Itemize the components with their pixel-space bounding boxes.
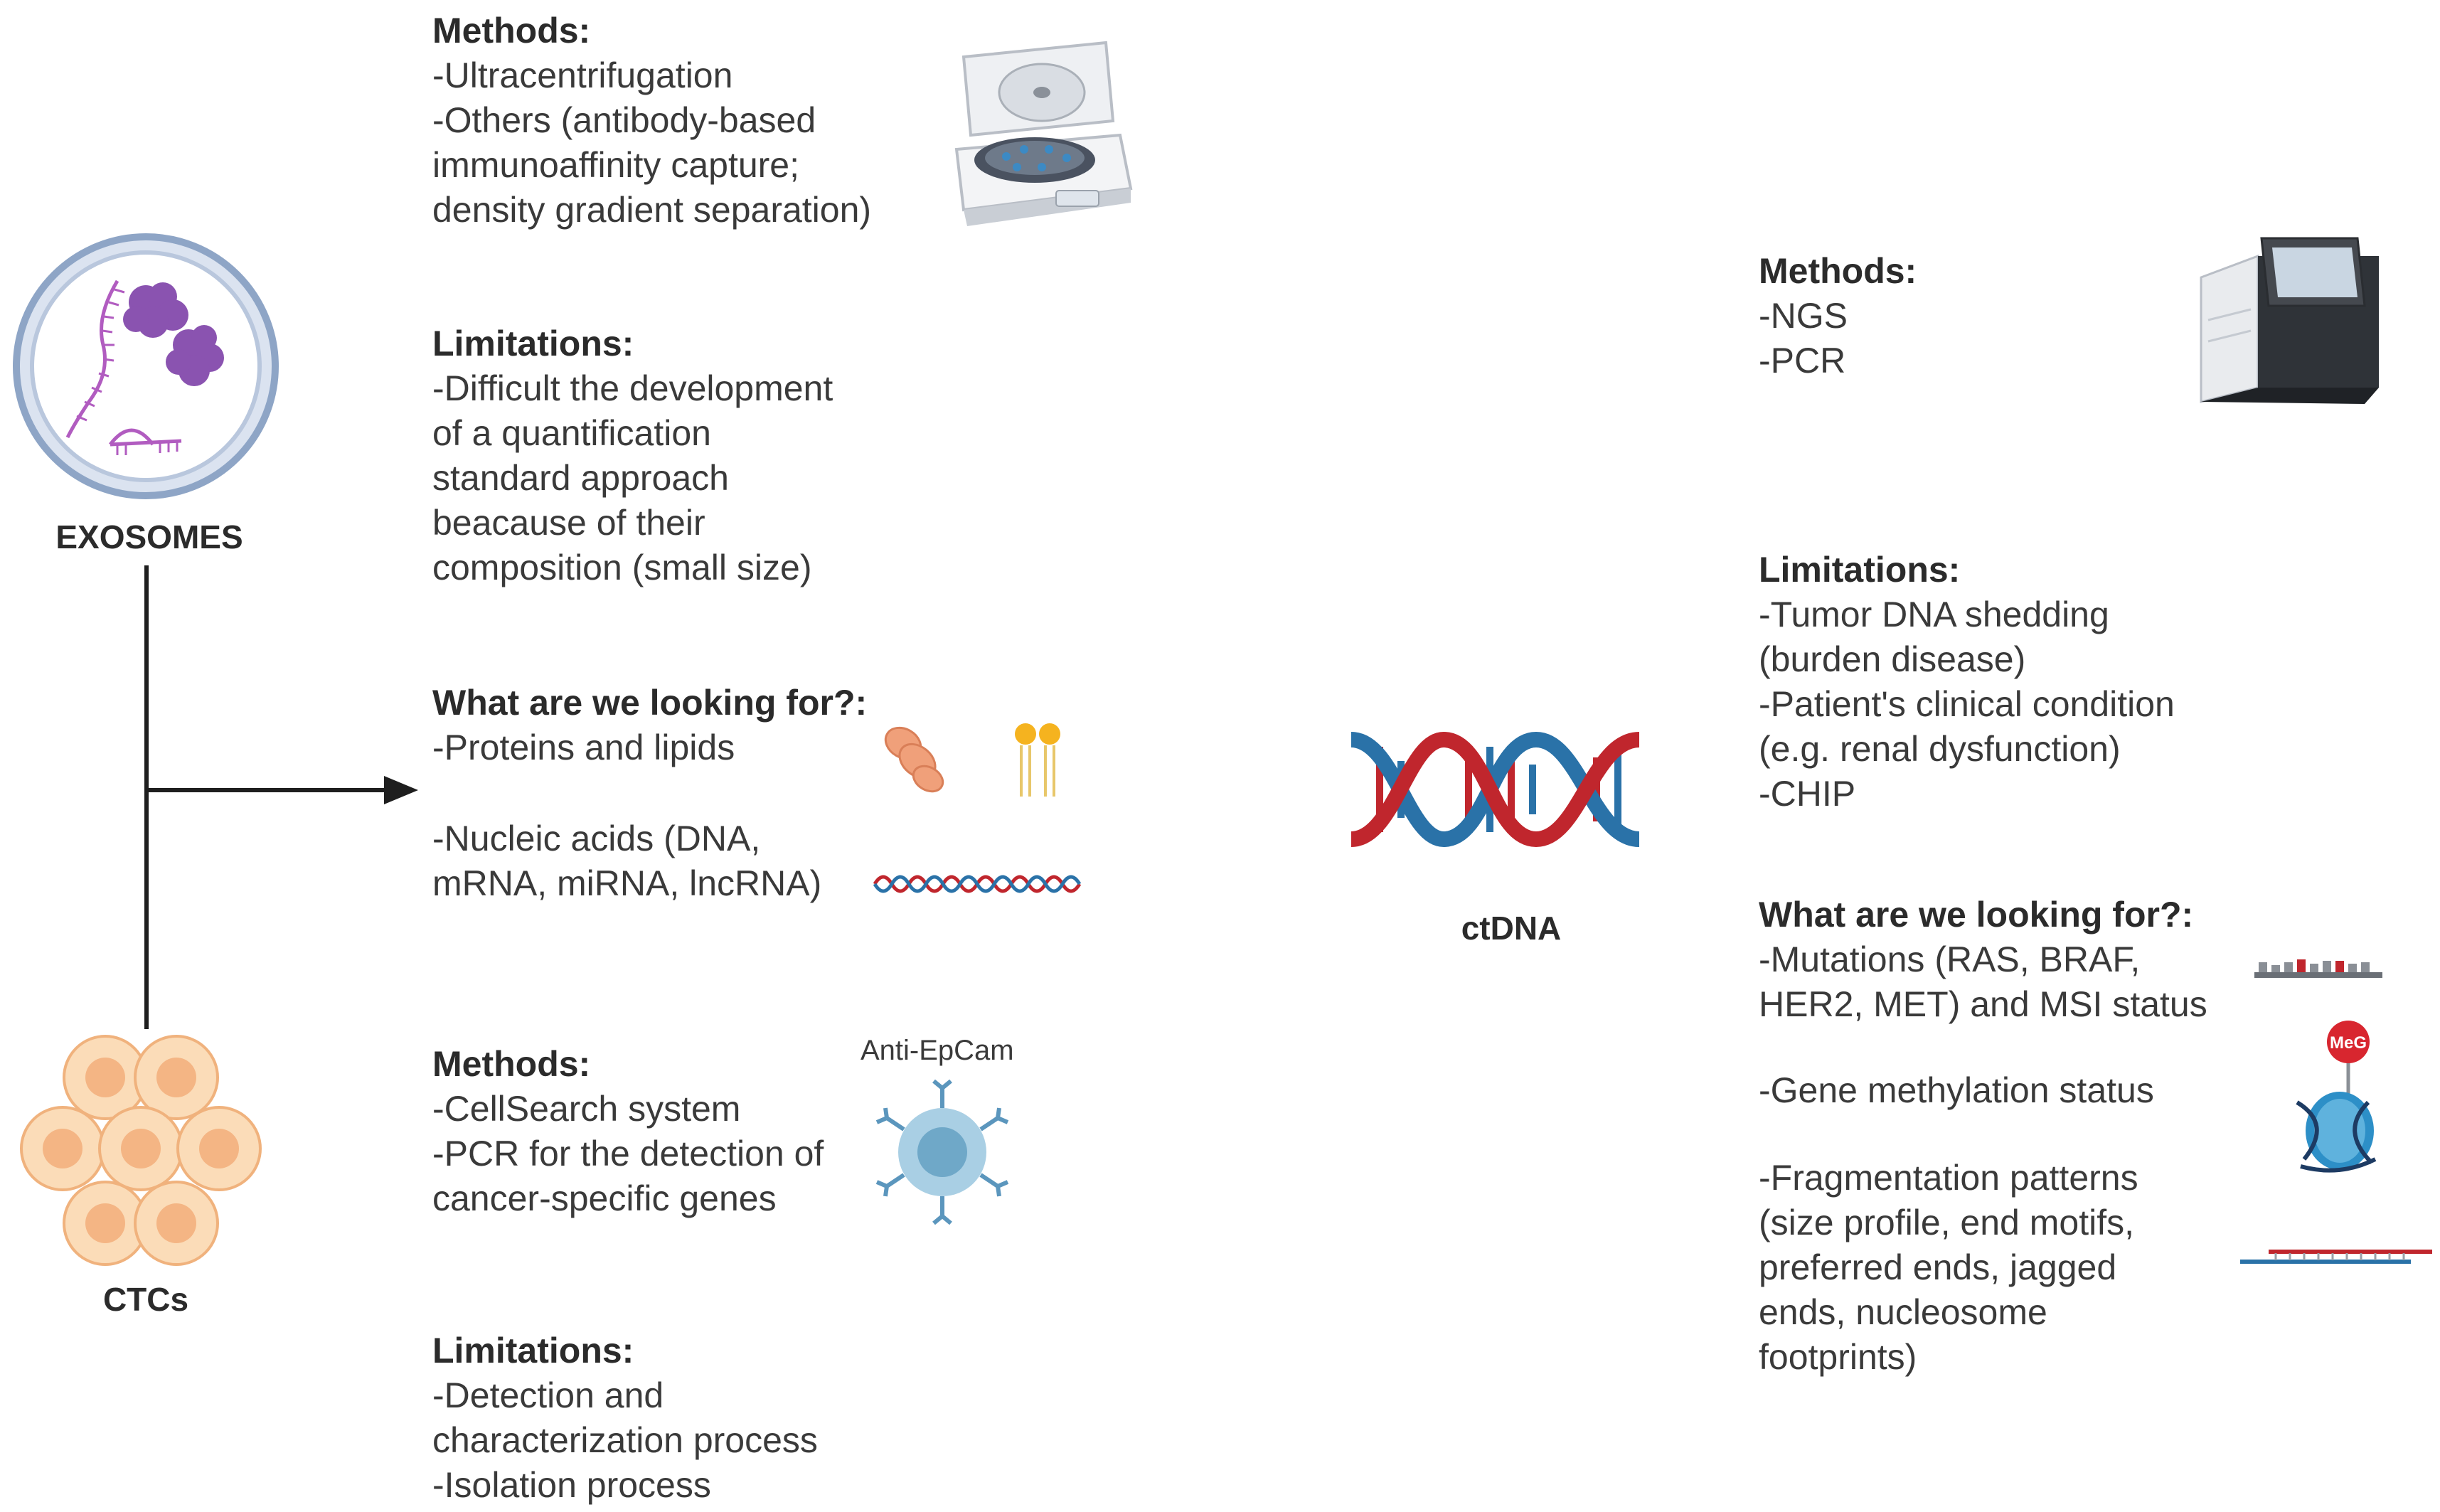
nucleic-acid-strand-icon <box>873 875 1082 893</box>
exosome-methods-line: immunoaffinity capture; <box>432 145 799 185</box>
exosome-limitations-heading: Limitations: <box>432 324 634 363</box>
ctdna-methods-block: Methods: -NGS -PCR <box>1759 249 1917 383</box>
ctdna-limitations-line: -Tumor DNA shedding <box>1759 595 2109 634</box>
exosome-methods-line: -Ultracentrifugation <box>432 55 733 95</box>
protein-icon <box>884 726 944 793</box>
ctdna-looking-for-heading: What are we looking for?: <box>1759 895 2194 935</box>
arrow-head-icon <box>384 776 418 804</box>
ctdna-limitations-line: -CHIP <box>1759 774 1856 814</box>
ctdna-limitations-block: Limitations: -Tumor DNA shedding (burden… <box>1759 548 2175 816</box>
exosome-icon <box>13 233 279 499</box>
exosome-looking-for-block: What are we looking for?: -Proteins and … <box>432 681 867 770</box>
fragmentation-strand-icon <box>2240 1250 2432 1264</box>
ctdna-label: ctDNA <box>1461 910 1562 947</box>
mutation-sequence-icon <box>2254 959 2382 978</box>
ctdna-methylation-block: -Gene methylation status <box>1759 1068 2154 1113</box>
methylated-nucleosome-icon: MeG <box>2296 1021 2377 1173</box>
ctc-methods-line: cancer-specific genes <box>432 1178 777 1218</box>
ctdna-fragmentation-line: -Fragmentation patterns <box>1759 1158 2138 1198</box>
exosome-nucleic-acids-line: -Nucleic acids (DNA, <box>432 819 761 858</box>
dna-double-helix-icon <box>1350 731 1641 848</box>
ctc-methods-block: Methods: -CellSearch system -PCR for the… <box>432 1042 824 1221</box>
exosome-limitations-block: Limitations: -Difficult the development … <box>432 321 833 590</box>
ctcs-label: CTCs <box>102 1281 189 1318</box>
antibody-cell-icon <box>875 1079 1009 1225</box>
ctc-cluster-icon <box>20 1035 262 1266</box>
ctdna-fragmentation-line: (size profile, end motifs, <box>1759 1203 2134 1242</box>
ctdna-mutations-line: -Mutations (RAS, BRAF, <box>1759 939 2141 979</box>
exosome-methods-block: Methods: -Ultracentrifugation -Others (a… <box>432 9 871 233</box>
ctdna-fragmentation-line: footprints) <box>1759 1337 1917 1377</box>
exosome-looking-for-heading: What are we looking for?: <box>432 683 868 723</box>
ctdna-methods-heading: Methods: <box>1759 251 1917 291</box>
ctc-limitations-heading: Limitations: <box>432 1331 634 1370</box>
ctdna-methods-line: -NGS <box>1759 296 1848 336</box>
ctc-methods-heading: Methods: <box>432 1044 591 1084</box>
ctdna-mutations-line: HER2, MET) and MSI status <box>1759 984 2207 1024</box>
exosome-methods-line: density gradient separation) <box>432 190 872 230</box>
ctc-methods-line: -CellSearch system <box>432 1089 741 1129</box>
methylation-badge: MeG <box>2330 1033 2367 1053</box>
exosome-methods-line: -Others (antibody-based <box>432 100 816 140</box>
ctdna-limitations-line: -Patient's clinical condition <box>1759 684 2175 724</box>
sequencer-icon <box>2200 237 2379 404</box>
exosome-nucleic-acids-line: mRNA, miRNA, lncRNA) <box>432 863 822 903</box>
ctdna-fragmentation-block: -Fragmentation patterns (size profile, e… <box>1759 1156 2138 1380</box>
exosome-limitations-line: standard approach <box>432 458 729 498</box>
connector-horizontal <box>144 788 390 792</box>
exosome-looking-for-proteins: -Proteins and lipids <box>432 728 735 767</box>
ctc-methods-line: -PCR for the detection of <box>432 1134 824 1173</box>
anti-epcam-label: Anti-EpCam <box>861 1035 1014 1066</box>
centrifuge-icon <box>954 41 1133 226</box>
ctdna-limitations-line: (e.g. renal dysfunction) <box>1759 729 2121 769</box>
ctdna-fragmentation-line: ends, nucleosome <box>1759 1292 2047 1332</box>
exosomes-label: EXOSOMES <box>55 518 243 555</box>
exosome-methods-heading: Methods: <box>432 11 591 50</box>
exosome-limitations-line: -Difficult the development <box>432 368 833 408</box>
ctc-limitations-line: -Detection and <box>432 1375 664 1415</box>
ctdna-limitations-heading: Limitations: <box>1759 550 1961 590</box>
ctdna-fragmentation-line: preferred ends, jagged <box>1759 1247 2117 1287</box>
exosome-limitations-line: beacause of their <box>432 503 705 543</box>
ctdna-methylation-line: -Gene methylation status <box>1759 1070 2154 1110</box>
ctdna-limitations-line: (burden disease) <box>1759 639 2026 679</box>
ctc-limitations-line: -Isolation process <box>432 1465 711 1505</box>
connector-vertical <box>144 565 149 1029</box>
exosome-limitations-line: composition (small size) <box>432 548 812 587</box>
ctc-limitations-block: Limitations: -Detection and characteriza… <box>432 1329 818 1508</box>
lipid-icon <box>1015 723 1060 797</box>
ctdna-looking-for-block: What are we looking for?: -Mutations (RA… <box>1759 893 2207 1027</box>
exosome-nucleic-acids-block: -Nucleic acids (DNA, mRNA, miRNA, lncRNA… <box>432 816 821 906</box>
ctc-limitations-line: characterization process <box>432 1420 818 1460</box>
exosome-limitations-line: of a quantification <box>432 413 711 453</box>
ctdna-methods-line: -PCR <box>1759 341 1846 380</box>
